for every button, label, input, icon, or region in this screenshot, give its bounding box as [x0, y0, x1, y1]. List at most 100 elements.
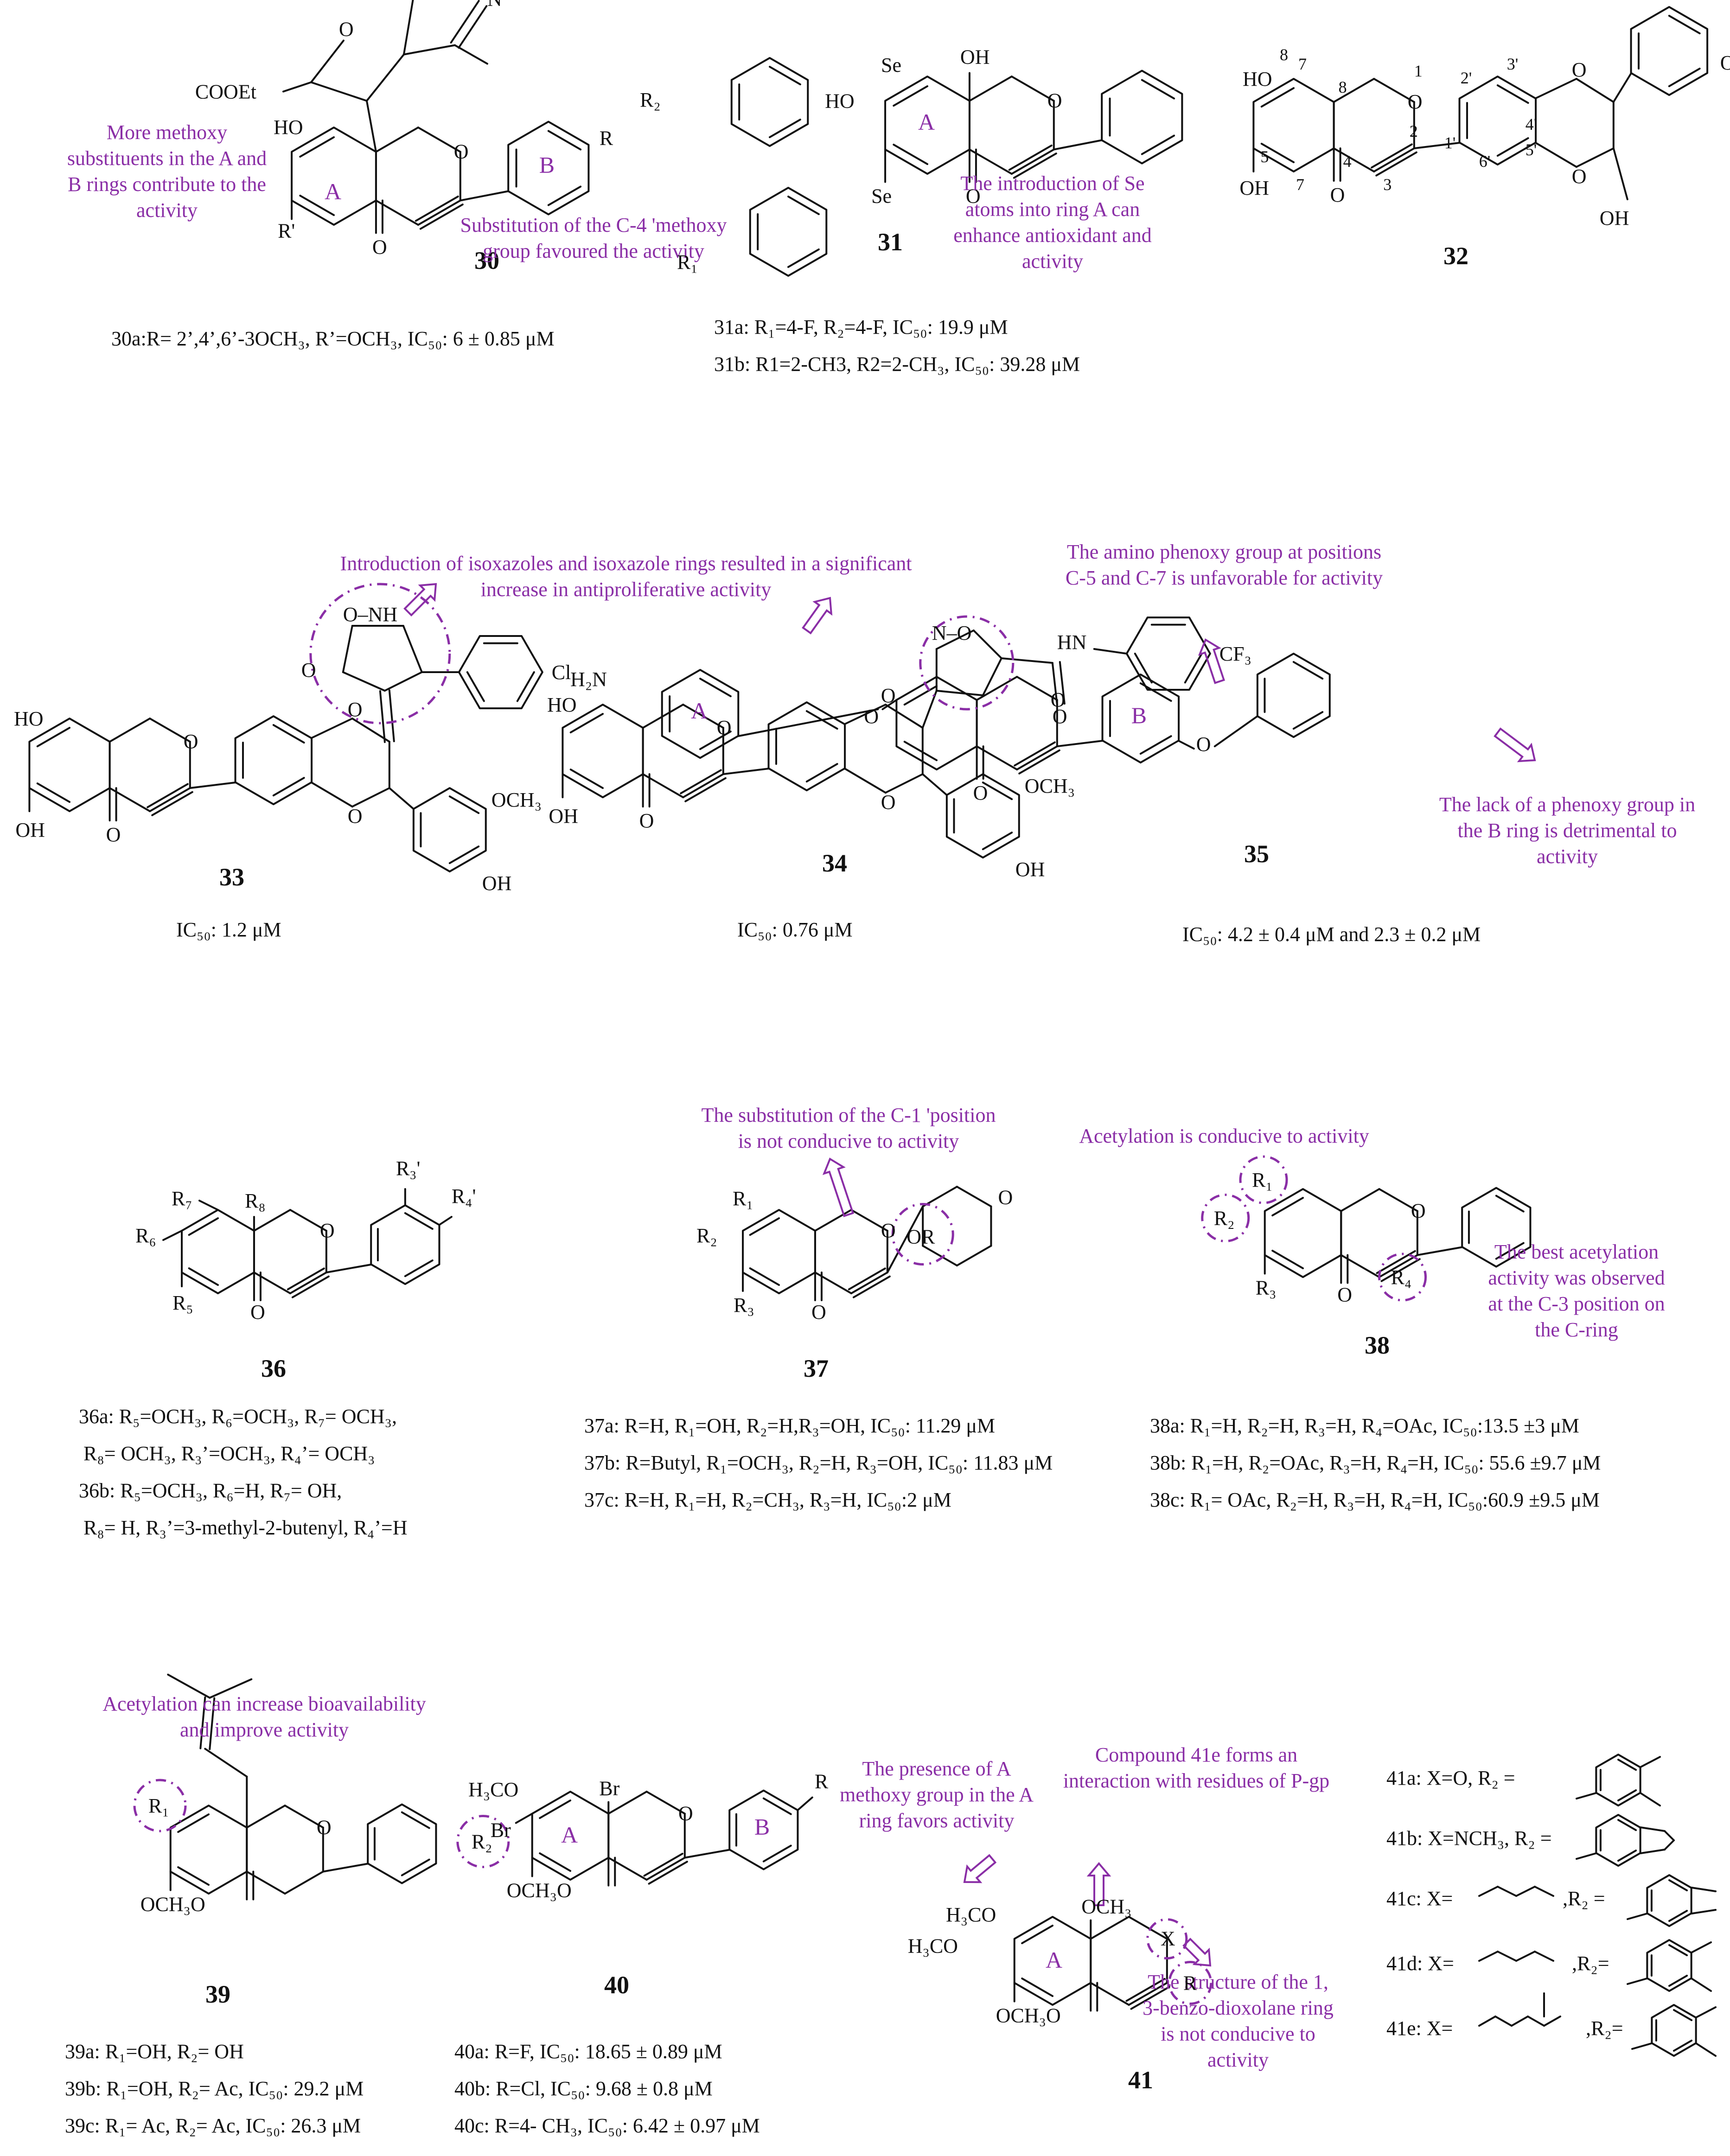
note-38b-line: the C-ring: [1535, 1318, 1618, 1341]
b-ring: [507, 121, 590, 216]
ring-o: O: [454, 140, 469, 163]
r3: R₃: [734, 1294, 754, 1316]
c6-bromo: Br: [491, 1819, 511, 1842]
a-ring-double: [1271, 1250, 1304, 1269]
bond: [199, 1696, 206, 1749]
b-ring: [1458, 76, 1537, 165]
r2-dimethoxyphenyl-d: [1646, 1939, 1692, 1992]
bond: [722, 768, 770, 775]
c-ring: [375, 127, 419, 153]
b-ring-r: R: [600, 127, 613, 150]
butyl-chain: [1515, 1886, 1536, 1897]
a-ring-double: [749, 1267, 780, 1286]
note-39-line: Acetylation can increase bioavailability: [102, 1692, 426, 1715]
note-31-line: atoms into ring A can: [965, 198, 1140, 221]
note-41a-line: ring favors activity: [859, 1809, 1015, 1832]
c7-hydroxy: HO: [547, 693, 577, 716]
bond: [921, 773, 948, 796]
bond: [282, 81, 312, 93]
amide-o: O: [1053, 705, 1067, 728]
carbonyl-o: O: [1337, 1284, 1352, 1306]
b-ring-double: [805, 763, 838, 782]
phenoxy-ring-double: [1292, 711, 1324, 730]
b-ring-double: [1141, 79, 1175, 100]
r2: R₂: [640, 89, 661, 111]
bond: [388, 787, 415, 810]
r4: R₄: [1391, 1266, 1412, 1289]
note-30b-line: Substitution of the C-4 'methoxy: [460, 214, 727, 236]
r2-dimethoxyphenyl-d-double: [1668, 1944, 1688, 1956]
c-ring: [1128, 1982, 1168, 2006]
phenoxy-o: O: [1196, 733, 1211, 756]
r8: R₈: [245, 1189, 266, 1212]
bond: [881, 699, 898, 710]
c-ring: [284, 1805, 324, 1829]
note-31-line: The introduction of Se: [960, 172, 1144, 195]
methoxyethyl-chain: [1478, 1951, 1499, 1962]
r2-benzodioxole-b: [1595, 1814, 1641, 1867]
label-41-line: 41e: X=: [1386, 2017, 1453, 2040]
c-ring: [1378, 1188, 1418, 1212]
quinol-ring: [922, 1245, 958, 1266]
dioxane-o1: O: [881, 684, 896, 707]
c-ring: [1016, 745, 1058, 770]
carbonyl-o: O: [639, 809, 654, 832]
compound-number-30: 30: [474, 247, 499, 274]
bond: [342, 671, 386, 692]
arrow-35b: [1494, 727, 1536, 763]
bond: [1695, 2042, 1717, 2057]
note-41c-line: The structure of the 1,: [1148, 1971, 1328, 1993]
compound-number-39: 39: [205, 1980, 230, 2008]
c-ring: [1340, 1188, 1380, 1212]
c-ring: [1128, 1916, 1168, 1940]
position-number: 5': [1526, 140, 1537, 159]
bond: [291, 1275, 330, 1298]
methoxyethyl-chain: [1497, 1951, 1517, 1962]
a-ring-double: [893, 144, 928, 165]
c-ring: [642, 704, 684, 729]
bond: [1093, 648, 1128, 655]
label-36-line: 36a: R₅=OCH₃, R₆=OCH₃, R₇= OCH₃,: [79, 1405, 397, 1428]
compound-number-35: 35: [1244, 840, 1269, 868]
bond: [1612, 147, 1628, 200]
r1-highlight: [1239, 1155, 1288, 1204]
bond: [379, 690, 386, 743]
note-35a-line: The amino phenoxy group at positions: [1067, 541, 1381, 563]
b-ring: [367, 1803, 437, 1884]
bond: [1534, 142, 1577, 168]
dioxane-o2: O: [881, 791, 896, 814]
r2-benzodioxole-b-bond: [1576, 1852, 1597, 1860]
bond: [843, 768, 887, 794]
a-ring-double: [299, 195, 335, 216]
bond: [322, 1863, 369, 1873]
c-ring: [1010, 148, 1055, 175]
label-36-line: R₈= H, R₃’=3-methyl-2-butenyl, R₄’=H: [83, 1516, 408, 1539]
bond: [1013, 153, 1057, 179]
bond: [1375, 151, 1417, 177]
c5-methoxy: OCH₃O: [140, 1893, 205, 1916]
label-41-line: 41b: X=NCH₃, R₂ =: [1386, 1827, 1552, 1850]
a-ring: [28, 718, 111, 812]
bond: [450, 0, 480, 44]
note-38a: Acetylation is conducive to activity: [1079, 1125, 1369, 1147]
isoxazolone-highlight: [309, 583, 451, 725]
compound-number-34: 34: [822, 849, 847, 877]
r-highlight: [1168, 1961, 1213, 2005]
carbonyl-o: O: [1330, 184, 1345, 206]
a-ring-double: [903, 685, 938, 706]
bond: [402, 44, 456, 56]
note-41c-line: 3-benzo-dioxolane ring: [1143, 1997, 1334, 2019]
carbonyl-o: O: [106, 823, 121, 846]
amino-ring-double: [699, 678, 732, 697]
bond: [402, 625, 423, 673]
note-31-line: enhance antioxidant and: [953, 224, 1152, 247]
b-ring-r: R: [815, 1770, 829, 1793]
bond: [1018, 749, 1060, 775]
note-41b-line: Compound 41e forms an: [1095, 1743, 1297, 1766]
r1: R₁: [148, 1794, 169, 1817]
a-ring-double: [188, 1267, 219, 1286]
r2-dimethoxyphenyl-d-double: [1668, 1975, 1688, 1987]
a-ring-double: [539, 1800, 571, 1819]
note-37-line: The substitution of the C-1 'position: [702, 1104, 996, 1126]
a-ring-double: [749, 1217, 780, 1236]
